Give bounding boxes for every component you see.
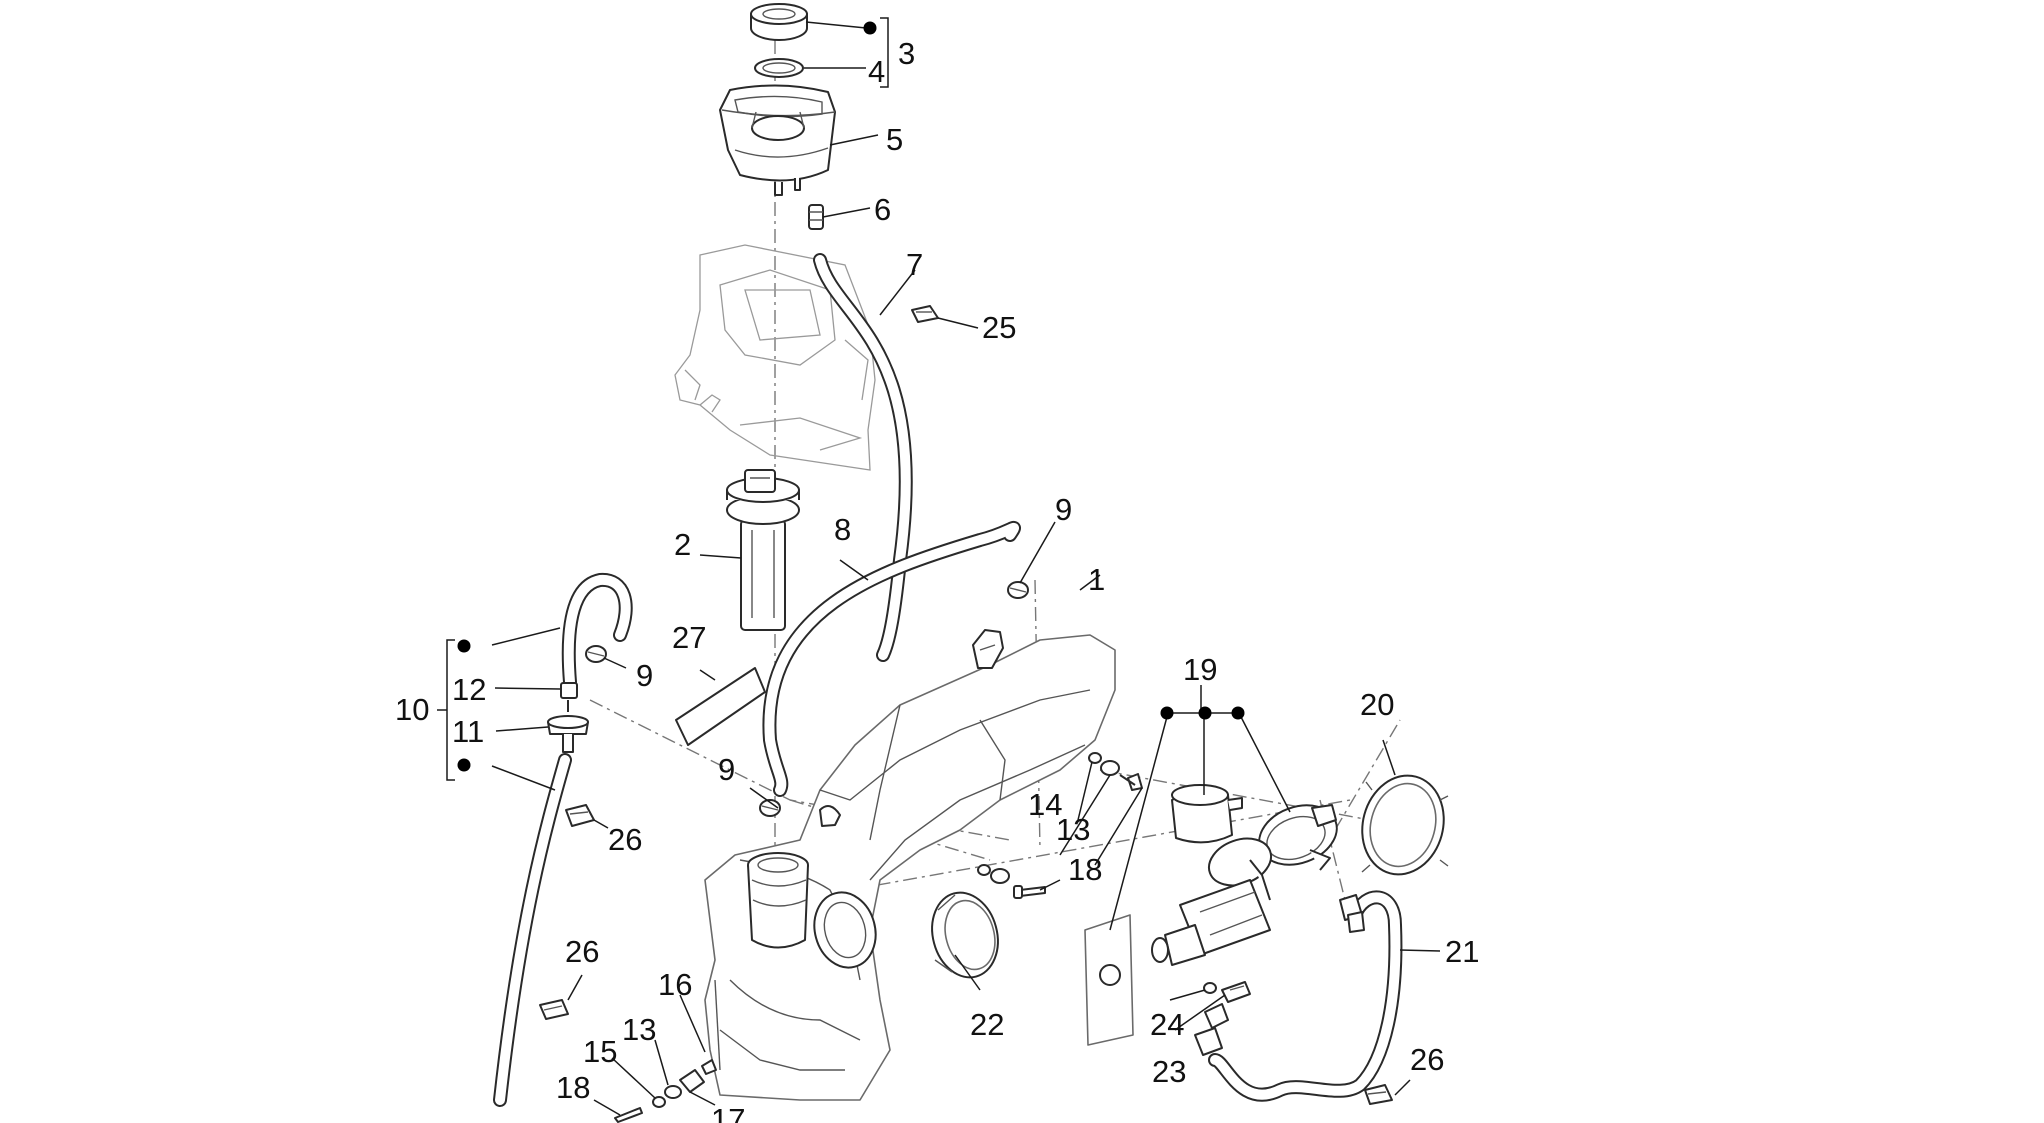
- part-10-vent-hose-assembly: [493, 572, 633, 1107]
- part-2-fuel-level-sender: [726, 469, 800, 631]
- callout-labels: 1 2 3 4 5 6 7 8 9 9 9 10 11 12 13 13 14 …: [395, 36, 1479, 1123]
- callout-3: 3: [898, 36, 915, 71]
- dot-19-b: [1198, 706, 1212, 720]
- part-5-filler-tray: [719, 84, 836, 196]
- clamp-9-lower: [759, 799, 781, 817]
- callout-14: 14: [1028, 787, 1062, 822]
- bolt-top: [1119, 773, 1143, 791]
- part-20-lock-ring: [1361, 774, 1449, 876]
- callout-16: 16: [658, 967, 692, 1002]
- clip-16: [701, 1059, 717, 1075]
- clamp-26-b: [539, 999, 569, 1020]
- callout-11: 11: [452, 714, 484, 749]
- dot-10-lower: [457, 758, 471, 772]
- part-22-gasket-ring: [931, 891, 999, 979]
- clip-17: [679, 1069, 705, 1093]
- callout-27: 27: [672, 620, 706, 655]
- small-clamps: [539, 305, 1393, 1105]
- callout-19: 19: [1183, 652, 1217, 687]
- part-12-hose-clip: [560, 682, 578, 699]
- part-8-drain-hose: [762, 520, 1021, 797]
- callout-9-lower: 9: [718, 752, 735, 787]
- part-3-filler-cap: [750, 3, 808, 41]
- clamp-9-left: [585, 645, 607, 663]
- washer-13-lower: [664, 1085, 682, 1099]
- callout-18-lower: 18: [556, 1070, 590, 1105]
- callout-17: 17: [711, 1102, 745, 1123]
- callout-7: 7: [906, 247, 923, 282]
- washer-14-top: [1088, 752, 1102, 764]
- dot-19-a: [1160, 706, 1174, 720]
- callout-23: 23: [1152, 1054, 1186, 1089]
- callout-9-left: 9: [636, 658, 653, 693]
- callout-22: 22: [970, 1007, 1004, 1042]
- callout-26-right: 26: [1410, 1042, 1444, 1077]
- dot-10-upper: [457, 639, 471, 653]
- washer-15: [652, 1096, 666, 1108]
- part-7-breather-hose: [813, 253, 913, 662]
- callout-2: 2: [674, 527, 691, 562]
- callout-18-right: 18: [1068, 852, 1102, 887]
- callout-4: 4: [868, 54, 885, 89]
- dot-3-group: [863, 21, 877, 35]
- callout-12: 12: [452, 672, 486, 707]
- part-1-fuel-tank: [704, 629, 1116, 1101]
- frame-housing-ghost: [674, 244, 876, 471]
- part-27-label: [675, 667, 766, 746]
- clamp-26-a: [565, 804, 595, 827]
- callout-26-lower: 26: [565, 934, 599, 969]
- dot-19-c: [1231, 706, 1245, 720]
- clamp-26-c: [1364, 1084, 1393, 1105]
- part-23-24-pipe-clip: [1203, 981, 1251, 1003]
- callout-5: 5: [886, 122, 903, 157]
- callout-21: 21: [1445, 934, 1479, 969]
- callout-10: 10: [395, 692, 429, 727]
- washer-13-top: [1100, 760, 1120, 776]
- group-dots: [457, 21, 1245, 772]
- callout-6: 6: [874, 192, 891, 227]
- fasteners: [614, 752, 1143, 1123]
- washer-13: [990, 868, 1010, 884]
- callout-20: 20: [1360, 687, 1394, 722]
- bolt-18-lower: [614, 1107, 643, 1123]
- callout-13-lower: 13: [622, 1012, 656, 1047]
- callout-26-upper: 26: [608, 822, 642, 857]
- callout-9-upper: 9: [1055, 492, 1072, 527]
- part-19-fuel-pump: [1084, 784, 1338, 1046]
- clamp-25: [911, 305, 939, 323]
- callout-13-right: 13: [1056, 812, 1090, 847]
- callout-8: 8: [834, 512, 851, 547]
- part-6-hose-connector: [808, 204, 824, 230]
- callout-1: 1: [1088, 562, 1105, 597]
- callout-15: 15: [583, 1034, 617, 1069]
- part-21-fuel-pipe: [1194, 890, 1403, 1102]
- callout-24: 24: [1150, 1007, 1184, 1042]
- bolt-18-right: [1019, 886, 1046, 897]
- washer-14: [977, 864, 991, 876]
- part-4-seal-ring: [754, 58, 804, 78]
- clamp-9-upper: [1007, 581, 1029, 599]
- leader-lines: [437, 17, 1441, 1116]
- callout-25: 25: [982, 310, 1016, 345]
